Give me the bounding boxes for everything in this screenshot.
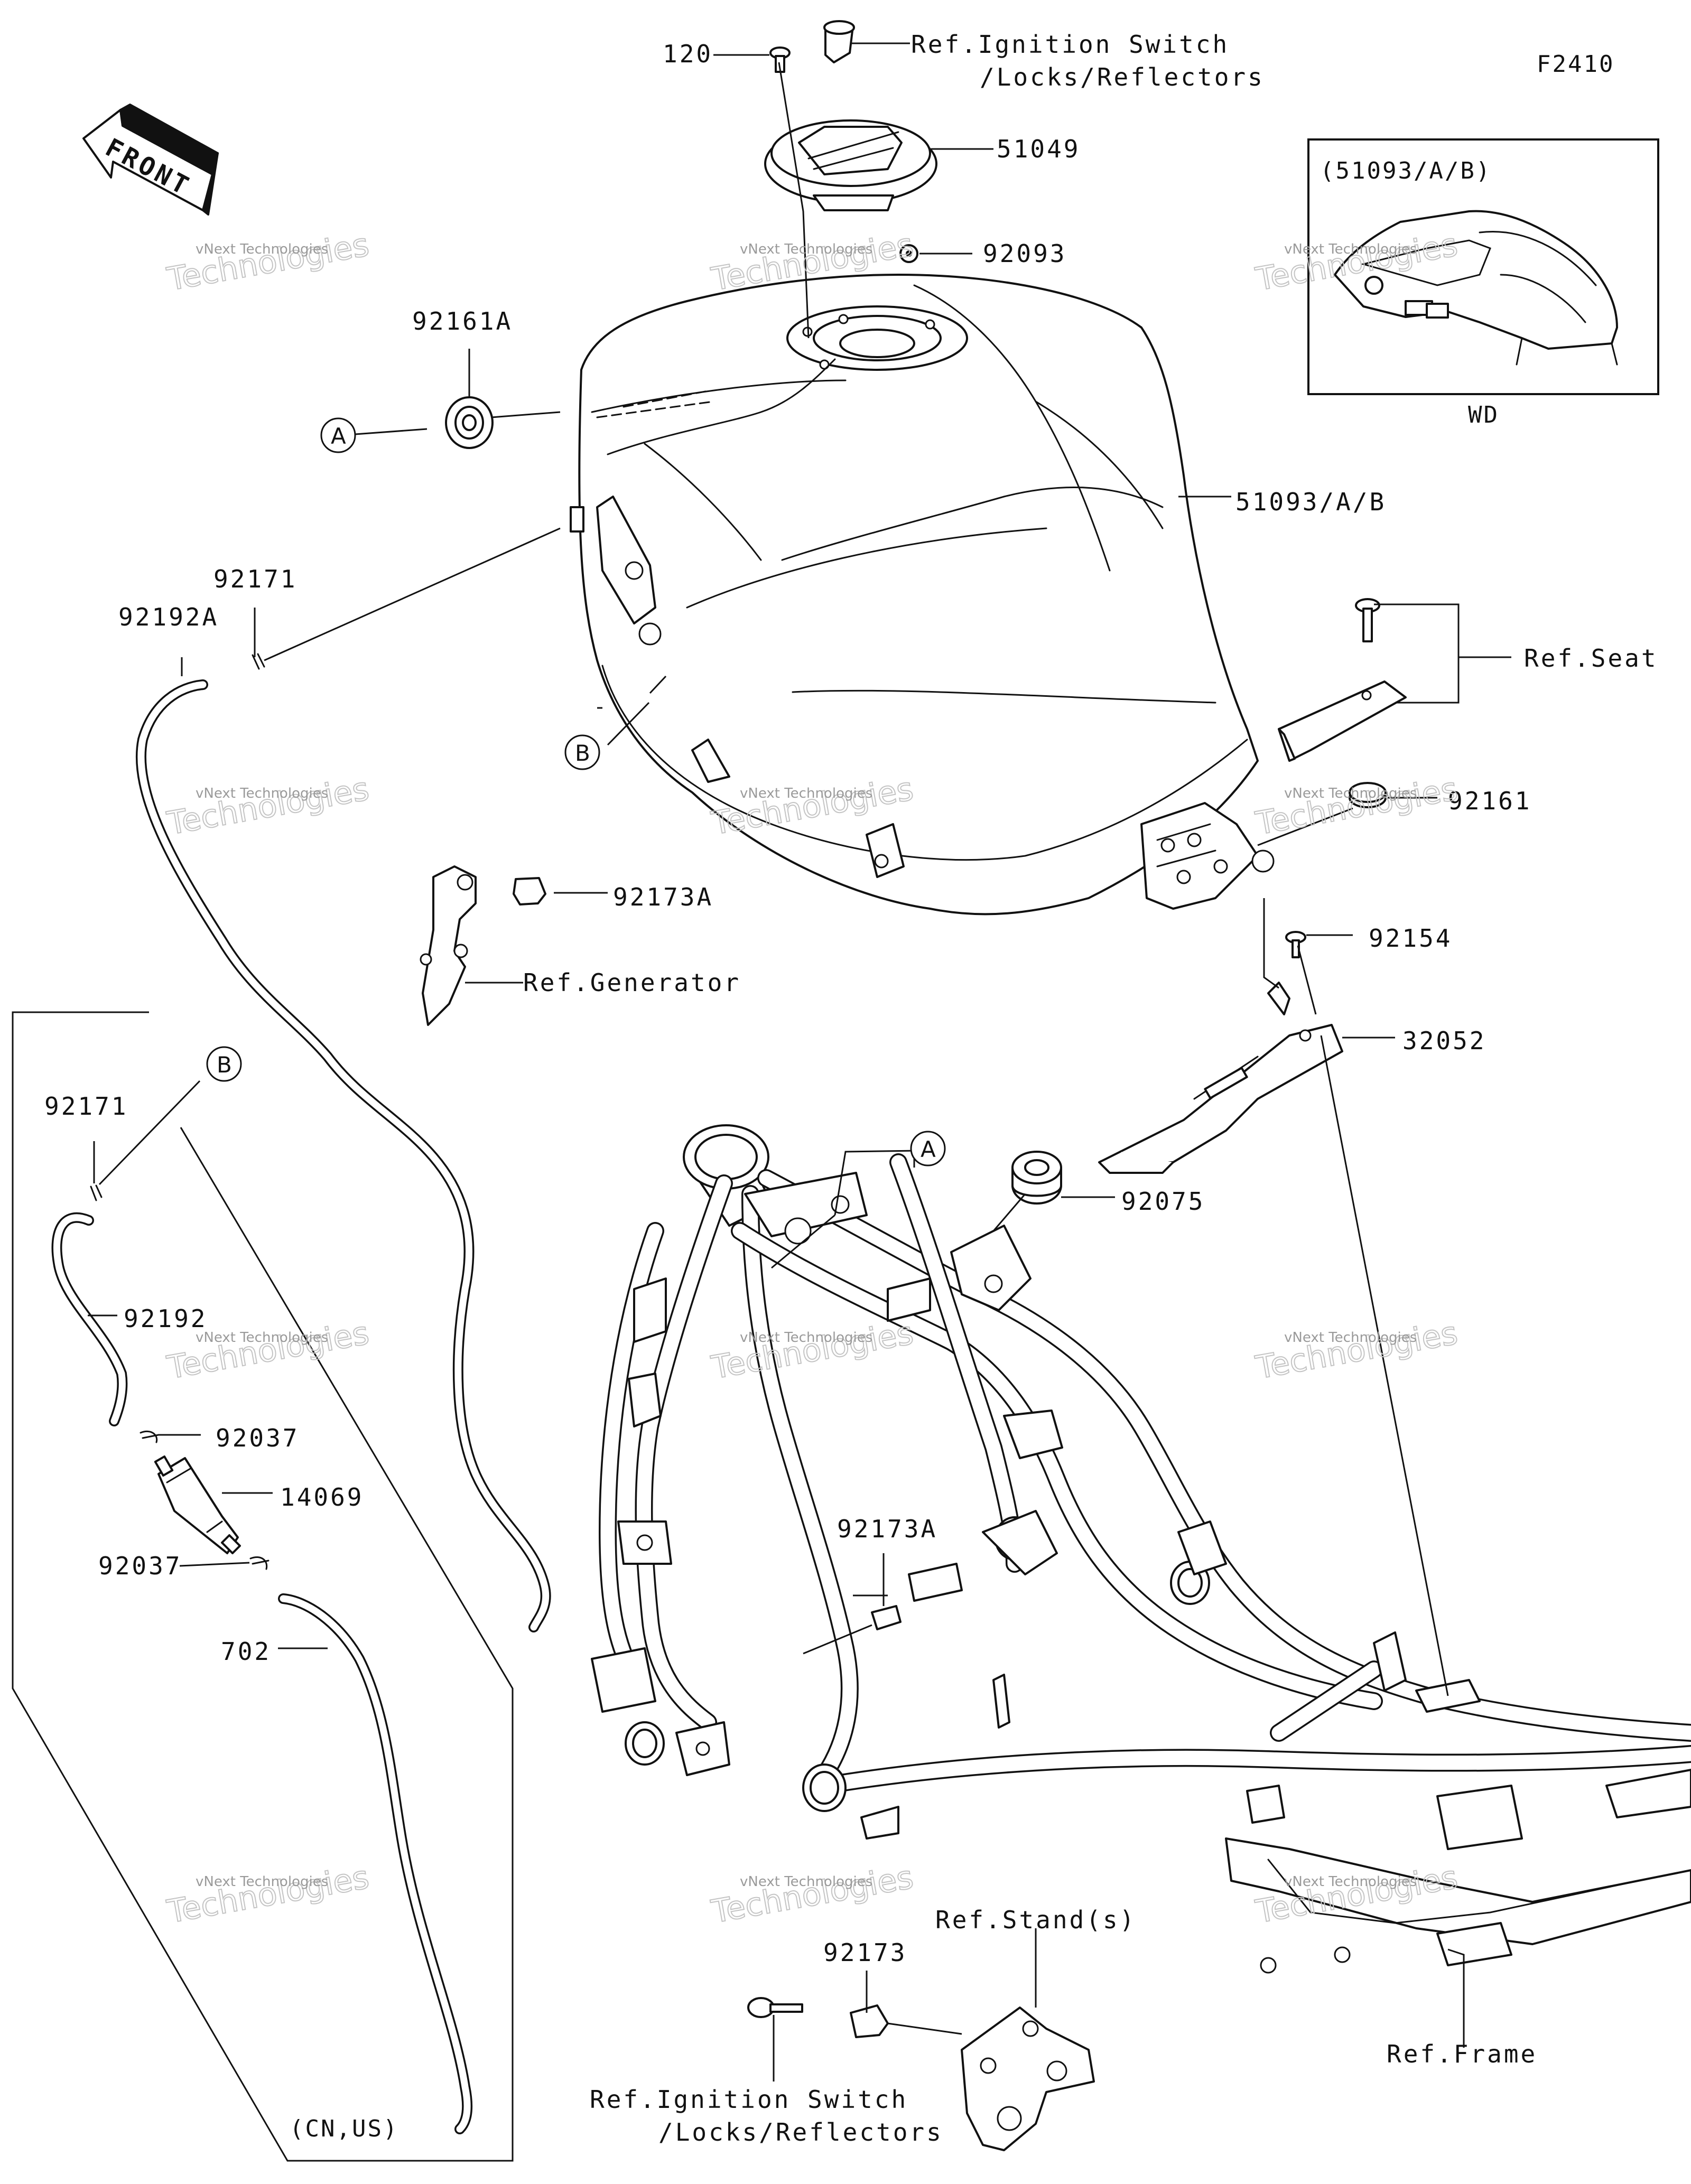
- svg-text:A: A: [331, 423, 346, 449]
- filler-cap-51049: [764, 119, 937, 263]
- label-92154: 92154: [1369, 924, 1452, 953]
- watermark-large: Technologies: [1253, 1314, 1461, 1386]
- watermark-small: vNext Technologies: [196, 1330, 328, 1346]
- label-92093: 92093: [983, 239, 1066, 268]
- svg-text:B: B: [217, 1052, 232, 1078]
- watermark-small: vNext Technologies: [1284, 1874, 1417, 1890]
- svg-text:A: A: [921, 1136, 936, 1162]
- sub-assembly-cn-us: (CN,US): [12, 1011, 514, 2162]
- seat-bracket-ref: [1278, 598, 1407, 808]
- callout-b-sub: B: [206, 1046, 242, 1082]
- label-120: 120: [663, 40, 713, 68]
- watermark-small: vNext Technologies: [1284, 1330, 1417, 1346]
- label-92173: 92173: [823, 1938, 907, 1967]
- label-92161: 92161: [1448, 787, 1531, 815]
- watermark-large: Technologies: [164, 1859, 372, 1930]
- generator-bracket: [420, 865, 546, 1026]
- clamp-92037-a: [140, 1430, 160, 1443]
- label-92037-b: 92037: [98, 1552, 182, 1580]
- clip-92171-top: [252, 653, 265, 670]
- clamp-92037-b: [249, 1556, 270, 1570]
- label-ref-seat: Ref.Seat: [1524, 644, 1658, 673]
- label-ref-ignition-top-1: Ref.Ignition Switch: [911, 30, 1229, 59]
- label-ref-ignition-bot-1: Ref.Ignition Switch: [590, 2085, 908, 2114]
- damper-92075: [1011, 1151, 1062, 1205]
- callout-a-frame: A: [910, 1131, 946, 1166]
- label-92075: 92075: [1121, 1187, 1205, 1216]
- watermark-small: vNext Technologies: [740, 1874, 872, 1890]
- watermark-small: vNext Technologies: [740, 1330, 872, 1346]
- inset-wd: (51093/A/B) WD: [1307, 138, 1659, 428]
- watermark-large: Technologies: [164, 770, 372, 842]
- watermark-small: vNext Technologies: [740, 241, 872, 257]
- clip-92173: [850, 2004, 889, 2038]
- label-51049: 51049: [997, 135, 1080, 163]
- fuel-filter-14069: [154, 1455, 241, 1554]
- hose-92192A: [135, 679, 551, 1632]
- clip-92173A-bottom: [871, 1605, 902, 1630]
- bolt-bottom: [747, 1997, 803, 2018]
- label-51093: 51093/A/B: [1235, 488, 1386, 516]
- label-92192A: 92192A: [118, 603, 219, 631]
- inset-caption: WD: [1468, 402, 1499, 428]
- callout-a-top: A: [320, 417, 356, 453]
- label-92161A: 92161A: [412, 307, 513, 335]
- label-702: 702: [221, 1637, 271, 1666]
- label-92171-sub: 92171: [44, 1092, 128, 1121]
- label-92171-top: 92171: [213, 565, 297, 593]
- stand-bracket: [961, 2006, 1095, 2151]
- region-caption: (CN,US): [290, 2115, 398, 2142]
- callout-b-tank: B: [564, 734, 600, 770]
- clip-92173A-top: [513, 877, 546, 906]
- label-32052: 32052: [1402, 1026, 1486, 1055]
- svg-text:B: B: [575, 740, 590, 766]
- watermark-small: vNext Technologies: [196, 786, 328, 801]
- inset-title: (51093/A/B): [1320, 157, 1491, 184]
- figure-code: F2410: [1537, 51, 1614, 78]
- watermark-small: vNext Technologies: [740, 786, 872, 801]
- watermark-large: Technologies: [1253, 770, 1461, 842]
- front-arrow-icon: FRONT: [82, 104, 219, 216]
- label-ref-generator: Ref.Generator: [523, 968, 741, 997]
- frame: [591, 1124, 1691, 1974]
- watermark-small: vNext Technologies: [196, 1874, 328, 1890]
- watermark-large: Technologies: [164, 226, 372, 298]
- ignition-ref-cap: [823, 20, 855, 63]
- label-14069: 14069: [280, 1483, 364, 1511]
- leader-lines: [88, 42, 1511, 2082]
- bracket-32052: [1098, 931, 1343, 1174]
- label-ref-stands: Ref.Stand(s): [935, 1906, 1136, 1934]
- label-92173A-bottom: 92173A: [837, 1515, 937, 1543]
- label-92173A-top: 92173A: [613, 883, 713, 911]
- watermark-small: vNext Technologies: [1284, 786, 1417, 801]
- label-ref-ignition-top-2: /Locks/Reflectors: [980, 63, 1265, 91]
- label-92192: 92192: [124, 1304, 207, 1333]
- grommet-92161A: [445, 396, 494, 449]
- label-92037-a: 92037: [216, 1424, 299, 1452]
- label-ref-ignition-bot-2: /Locks/Reflectors: [658, 2118, 943, 2146]
- watermark-large: Technologies: [709, 1314, 916, 1386]
- fuel-tank-51093: [570, 274, 1275, 916]
- engine-mount-right: [908, 1563, 963, 1602]
- watermark-small: vNext Technologies: [1284, 241, 1417, 257]
- watermark-large: Technologies: [709, 1859, 916, 1930]
- watermark-small: vNext Technologies: [196, 241, 328, 257]
- label-ref-frame: Ref.Frame: [1387, 2040, 1537, 2068]
